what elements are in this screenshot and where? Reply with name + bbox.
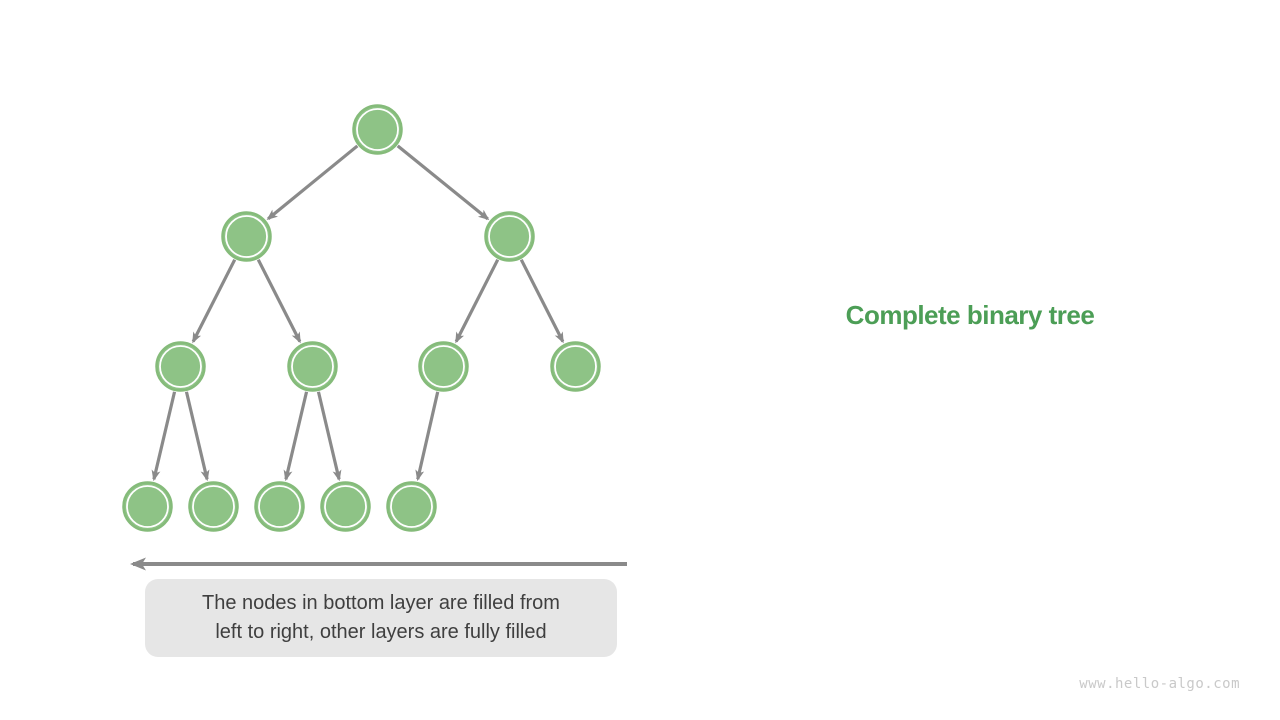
tree-edge — [283, 391, 309, 482]
tree-node-inner-ring — [422, 345, 465, 388]
tree-node — [155, 341, 206, 392]
caption-line-2: left to right, other layers are fully fi… — [215, 621, 547, 643]
tree-node-inner-ring — [488, 215, 531, 258]
tree-node-inner-ring — [554, 345, 597, 388]
tree-node — [386, 481, 437, 532]
tree-edge — [519, 258, 565, 344]
tree-node — [550, 341, 601, 392]
tree-edge — [266, 144, 359, 221]
tree-edge — [184, 391, 210, 482]
tree-node-inner-ring — [356, 108, 399, 151]
tree-node — [484, 211, 535, 262]
tree-node — [352, 104, 403, 155]
tree-edges — [151, 144, 565, 482]
tree-node-inner-ring — [390, 485, 433, 528]
tree-edge — [191, 258, 237, 344]
tree-node-inner-ring — [126, 485, 169, 528]
tree-edge — [316, 391, 342, 482]
page-title: Complete binary tree — [845, 300, 1095, 330]
tree-node — [122, 481, 173, 532]
caption-box: The nodes in bottom layer are filled fro… — [145, 579, 617, 657]
tree-edge — [415, 391, 440, 482]
tree-node — [287, 341, 338, 392]
tree-node-inner-ring — [225, 215, 268, 258]
tree-edge — [256, 258, 302, 344]
tree-node — [320, 481, 371, 532]
tree-node-inner-ring — [291, 345, 334, 388]
tree-node — [221, 211, 272, 262]
watermark: www.hello-algo.com — [1079, 676, 1240, 692]
tree-edge — [396, 144, 490, 221]
caption-line-1: The nodes in bottom layer are filled fro… — [202, 592, 560, 614]
tree-edge — [151, 391, 177, 482]
tree-node-inner-ring — [324, 485, 367, 528]
tree-edge — [454, 258, 500, 344]
tree-node-inner-ring — [258, 485, 301, 528]
tree-node — [418, 341, 469, 392]
tree-node — [254, 481, 305, 532]
tree-node-inner-ring — [159, 345, 202, 388]
tree-node-inner-ring — [192, 485, 235, 528]
tree-nodes — [122, 104, 601, 532]
tree-node — [188, 481, 239, 532]
